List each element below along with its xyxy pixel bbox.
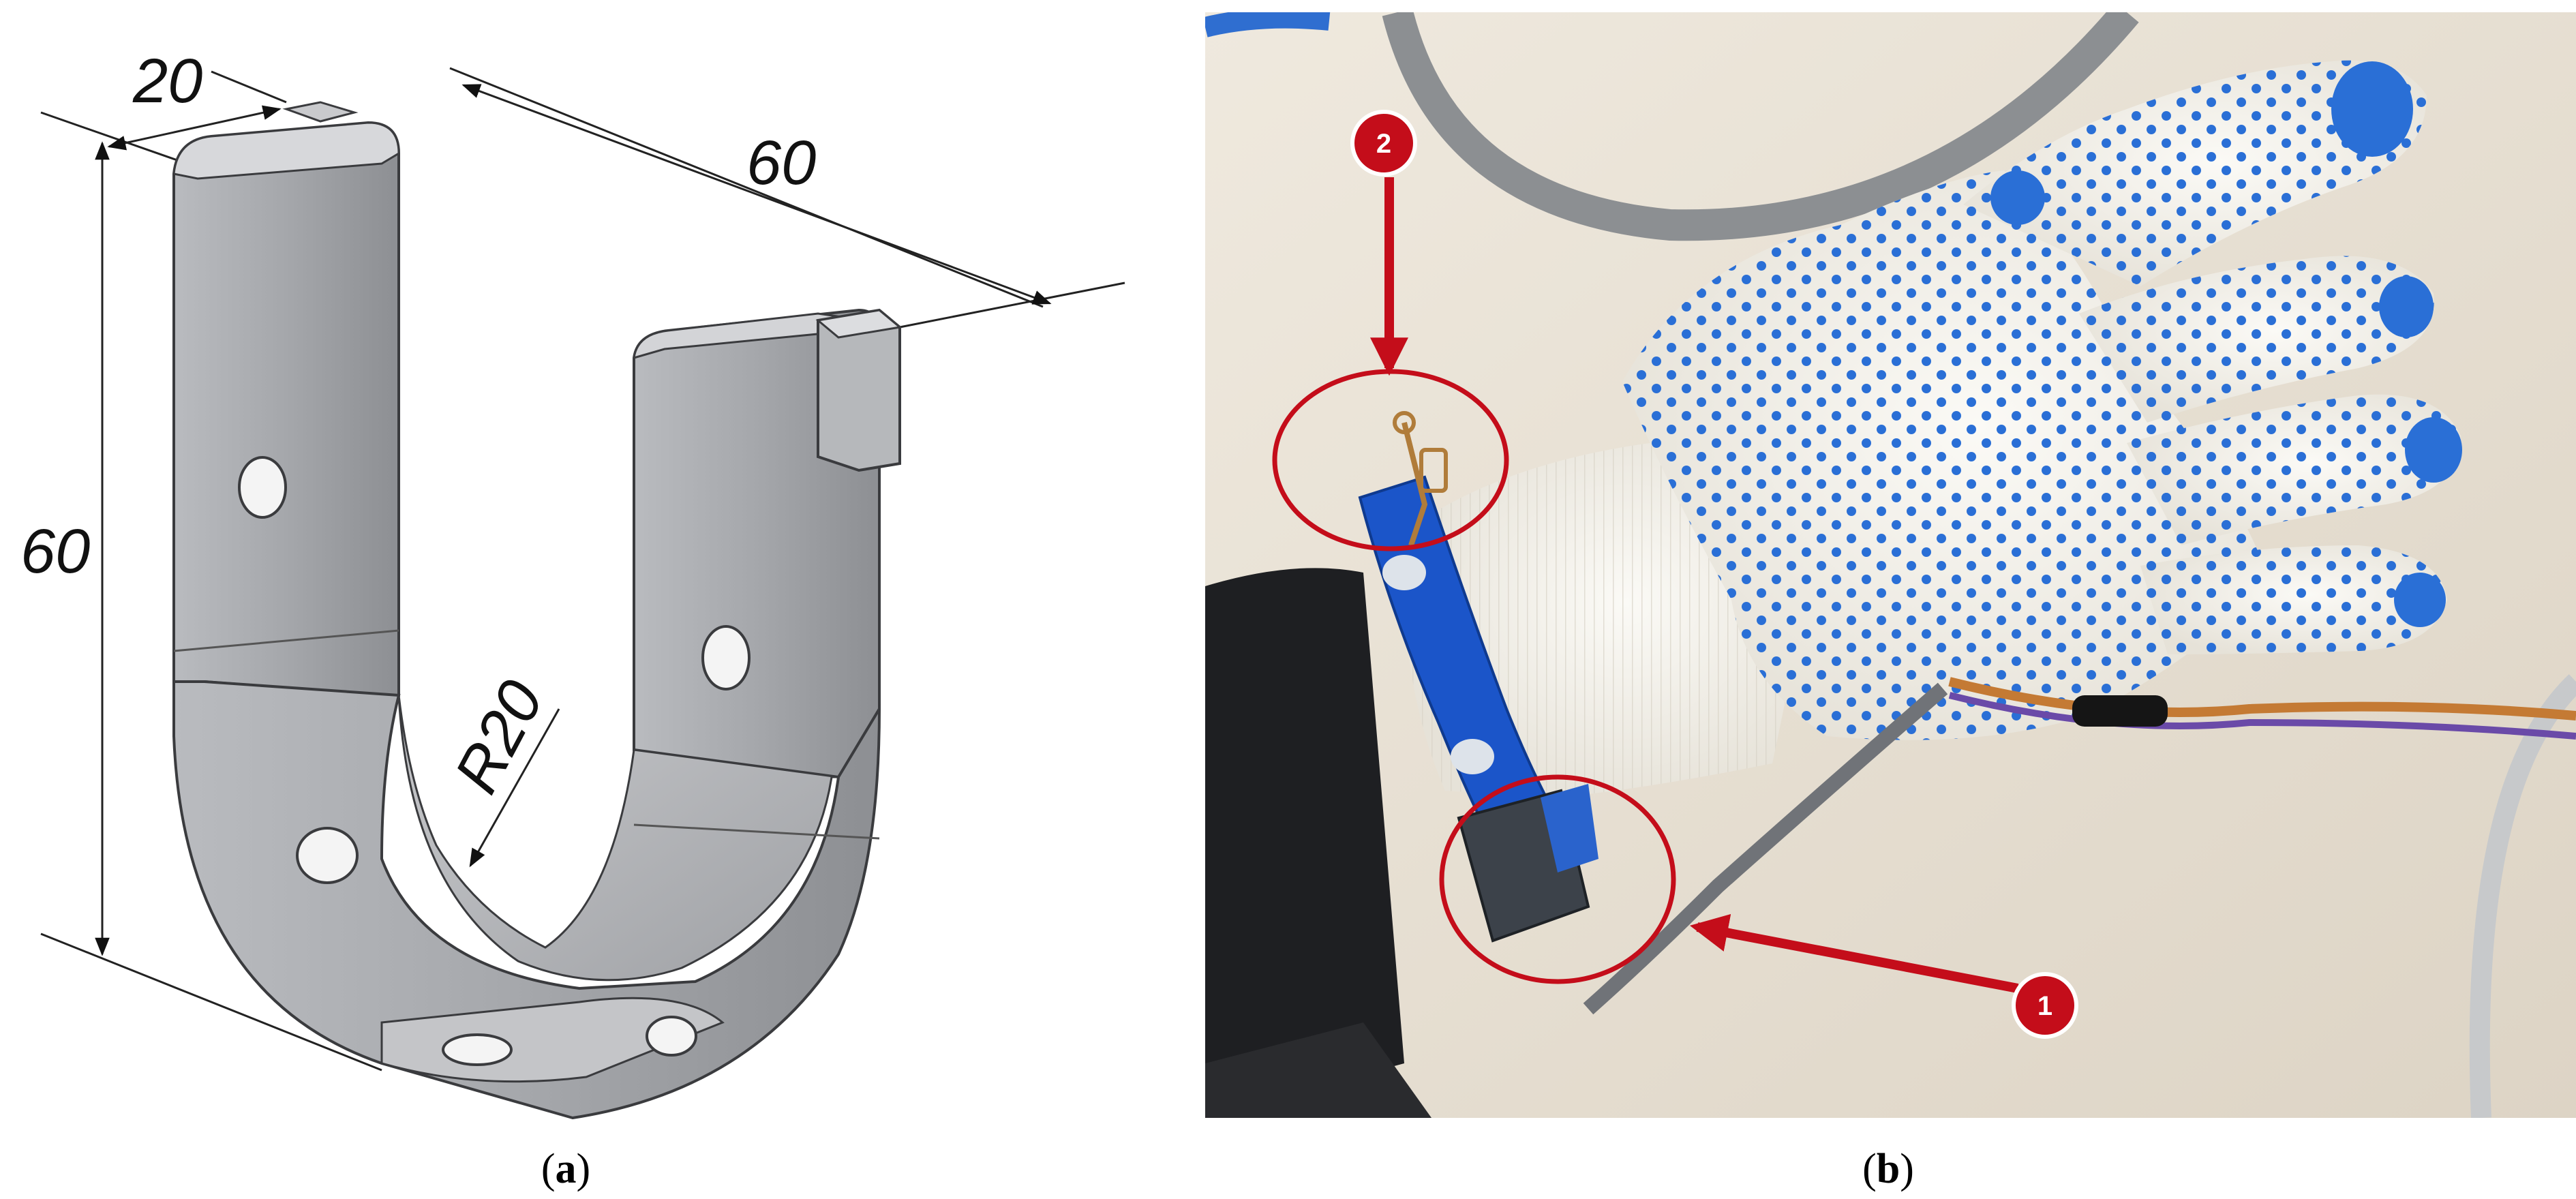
dimension-depth-label: 60 bbox=[746, 128, 816, 198]
dimension-lines bbox=[40, 67, 1125, 1072]
caption-a: (a) bbox=[541, 1146, 590, 1192]
marker-1: 1 bbox=[2012, 972, 2078, 1039]
u-bracket bbox=[172, 101, 903, 1120]
panel-b-photo bbox=[1205, 12, 2576, 1118]
marker-1-label: 1 bbox=[2037, 991, 2052, 1021]
panel-a-drawing: 20 60 60 R20 bbox=[20, 46, 1125, 1120]
dimension-width-label: 20 bbox=[132, 46, 202, 116]
highlight-circle-1 bbox=[1439, 774, 1676, 984]
caption-b: (b) bbox=[1862, 1146, 1914, 1192]
pointer-arrow-1 bbox=[1689, 913, 2019, 993]
dimension-height-label: 60 bbox=[20, 517, 90, 586]
marker-2: 2 bbox=[1350, 110, 1417, 177]
dimension-radius-label: R20 bbox=[442, 669, 557, 804]
marker-2-label: 2 bbox=[1376, 129, 1391, 159]
